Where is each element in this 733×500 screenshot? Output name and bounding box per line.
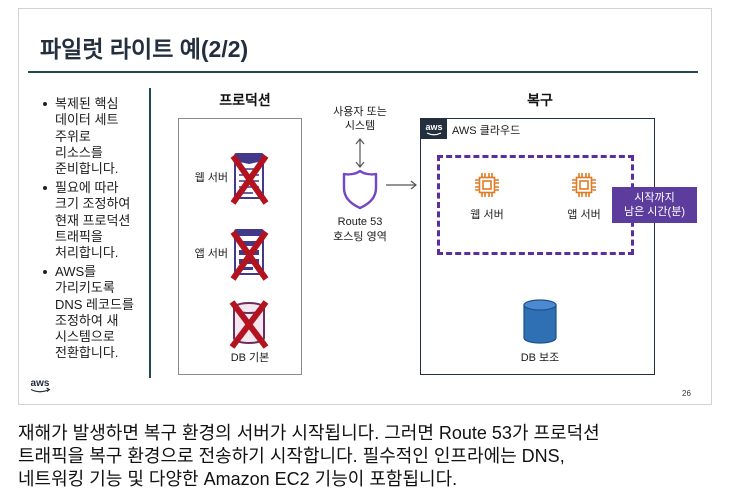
up-down-arrow-icon [355, 138, 365, 168]
bullet-line: 준비합니다. [55, 161, 119, 177]
callout-line: 시작까지 [634, 192, 675, 204]
bullet-line: 처리합니다. [55, 245, 119, 261]
production-app-server-label: 앱 서버 [194, 248, 228, 260]
bullet-list: 복제된 핵심 데이터 세트 주위로 리소스를 준비합니다. 필요에 따라 크기 … [38, 96, 146, 364]
bullet-item: AWS를 가리키도록 DNS 레코드를 조정하여 새 시스템으로 전환합니다. [38, 264, 146, 362]
bullet-line: 필요에 따라 [55, 179, 119, 195]
recovery-app-server-label: 앱 서버 [567, 209, 601, 221]
right-arrow-icon [386, 180, 417, 190]
client-label-line: 사용자 또는 [333, 106, 387, 118]
startup-time-callout: 시작까지 남은 시간(분) [612, 187, 697, 223]
production-web-server-label: 웹 서버 [194, 172, 228, 184]
bullet-line: 시스템으로 [55, 329, 115, 345]
callout-line: 남은 시간(분) [624, 206, 685, 218]
slide-title: 파일럿 라이트 예(2/2) [40, 36, 249, 62]
aws-logo-icon: aws [31, 378, 51, 393]
client-label-line: 시스템 [344, 120, 376, 132]
bullet-line: 현재 프로덕션 [55, 212, 131, 228]
database-icon [523, 299, 557, 344]
bullet-line: 데이터 세트 [55, 112, 119, 128]
caption-line: 네트워킹 기능 및 다양한 Amazon EC2 기능이 포함됩니다. [18, 469, 458, 489]
bullet-line: 복제된 핵심 [55, 96, 119, 111]
route53-shield-icon [342, 169, 378, 210]
slide: 파일럿 라이트 예(2/2) 복제된 핵심 데이터 세트 주위로 리소스를 준비… [18, 8, 712, 405]
caption-line: 재해가 발생하면 복구 환경의 서버가 시작됩니다. 그러면 Route 53가… [18, 423, 600, 443]
red-x-icon [230, 154, 269, 205]
app-server-icon [230, 229, 269, 281]
aws-cloud-logo-icon: aws [421, 119, 447, 139]
bullet-line: 크기 조정하여 [55, 196, 131, 212]
bullet-line: 트래픽을 [55, 228, 103, 244]
bullet-line: 주위로 [55, 128, 91, 144]
web-server-icon [230, 153, 269, 205]
bullet-line: 전환합니다. [55, 345, 119, 361]
ec2-instance-icon [475, 173, 499, 197]
aws-cloud-label: AWS 클라우드 [452, 125, 521, 137]
red-x-icon [229, 300, 269, 349]
bullet-line: DNS 레코드를 [55, 296, 134, 312]
standby-server-group [437, 155, 634, 255]
red-x-icon [230, 230, 269, 281]
production-heading: 프로덕션 [219, 92, 271, 108]
slide-frame [18, 8, 712, 405]
bullet-item: 필요에 따라 크기 조정하여 현재 프로덕션 트래픽을 처리합니다. [38, 180, 146, 261]
caption-line: 트래픽을 복구 환경으로 전송하기 시작합니다. 필수적인 인프라에는 DNS, [18, 446, 565, 466]
aws-cloud-box [420, 118, 655, 375]
recovery-heading: 복구 [527, 92, 553, 108]
bullet-line: 리소스를 [55, 144, 103, 160]
route53-label-line: Route 53 [337, 216, 383, 228]
slide-caption: 재해가 발생하면 복구 환경의 서버가 시작됩니다. 그러면 Route 53가… [18, 422, 600, 491]
bullet-line: AWS를 [55, 263, 97, 279]
recovery-web-server-label: 웹 서버 [470, 209, 504, 221]
client-label: 사용자 또는 시스템 [310, 105, 410, 133]
bullet-item: 복제된 핵심 데이터 세트 주위로 리소스를 준비합니다. [38, 96, 146, 177]
aws-cloud-logo-text: aws [425, 122, 442, 132]
page-number: 26 [682, 389, 691, 398]
ec2-instance-icon [572, 173, 596, 197]
title-rule [28, 71, 698, 73]
bullet-line: 가리키도록 [55, 280, 115, 296]
production-environment-box [178, 118, 302, 375]
route53-label: Route 53 호스팅 영역 [310, 215, 410, 245]
route53-label-line: 호스팅 영역 [333, 231, 387, 243]
database-icon [229, 300, 269, 349]
production-db-label: DB 기본 [230, 352, 270, 364]
recovery-db-label: DB 보조 [520, 352, 560, 364]
column-divider [149, 88, 151, 378]
aws-logo-text: aws [31, 378, 50, 389]
bullet-line: 조정하여 새 [55, 312, 119, 328]
